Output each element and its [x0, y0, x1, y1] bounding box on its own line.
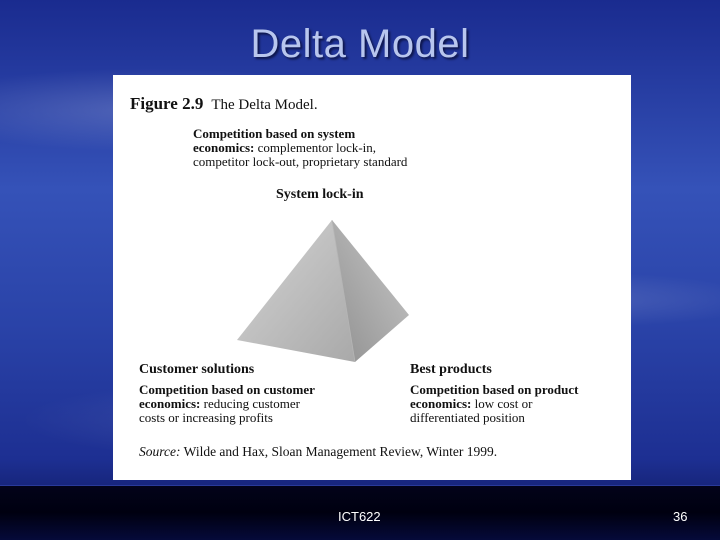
- figure-panel: Figure 2.9 The Delta Model. Competition b…: [113, 75, 631, 480]
- pyramid-graphic: [237, 220, 417, 362]
- footer-page-number: 36: [673, 509, 687, 524]
- figure-source: Source: Wilde and Hax, Sloan Management …: [139, 445, 497, 459]
- apex-label: System lock-in: [276, 188, 364, 202]
- product-line2-bold: economics:: [410, 396, 471, 411]
- system-line2-rest: complementor lock-in,: [254, 140, 376, 155]
- customer-line3: costs or increasing profits: [139, 411, 315, 425]
- slide-title: Delta Model: [0, 22, 720, 67]
- customer-line1: Competition based on customer: [139, 382, 315, 397]
- best-products-heading: Best products: [410, 363, 578, 377]
- figure-caption: Figure 2.9 The Delta Model.: [130, 94, 318, 114]
- figure-caption-text: The Delta Model.: [211, 97, 317, 113]
- system-line1: Competition based on system: [193, 126, 355, 141]
- source-label: Source:: [139, 444, 180, 459]
- product-line2-rest: low cost or: [471, 396, 532, 411]
- system-line3: competitor lock-out, proprietary standar…: [193, 155, 407, 169]
- footer-course-label: ICT622: [338, 509, 381, 524]
- best-products-block: Best products Competition based on produ…: [410, 363, 578, 425]
- system-line2-bold: economics:: [193, 140, 254, 155]
- customer-solutions-block: Customer solutions Competition based on …: [139, 363, 315, 425]
- customer-line2-bold: economics:: [139, 396, 200, 411]
- source-text: Wilde and Hax, Sloan Management Review, …: [180, 444, 497, 459]
- product-line3: differentiated position: [410, 411, 578, 425]
- system-economics-block: Competition based on system economics: c…: [193, 127, 407, 169]
- customer-solutions-heading: Customer solutions: [139, 363, 315, 377]
- footer-divider: [0, 485, 720, 486]
- customer-line2-rest: reducing customer: [200, 396, 300, 411]
- figure-number: Figure 2.9: [130, 94, 203, 113]
- product-line1: Competition based on product: [410, 382, 578, 397]
